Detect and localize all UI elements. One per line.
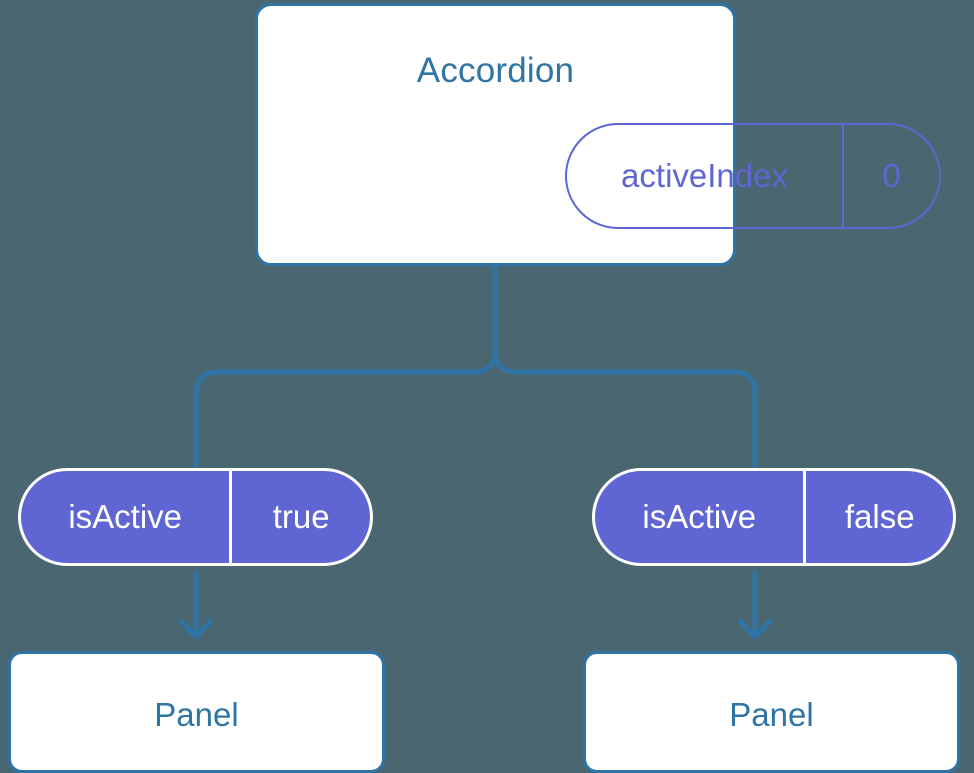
state-key-label: activeIndex (567, 125, 845, 227)
prop-pill-is-active-false[interactable]: isActive false (592, 468, 956, 566)
arrow-head-right (737, 618, 773, 640)
accordion-component-card[interactable]: Accordion activeIndex 0 (255, 3, 941, 266)
accordion-title: Accordion (416, 51, 575, 90)
state-pill-active-index[interactable]: activeIndex 0 (565, 123, 941, 229)
prop-key-label: isActive (21, 471, 233, 563)
state-value-label: 0 (882, 157, 901, 194)
panel-card-left[interactable]: Panel (8, 651, 385, 773)
panel-title: Panel (729, 696, 814, 733)
prop-value-label: true (272, 498, 330, 535)
branch-line-left (193, 347, 498, 473)
prop-pill-is-active-true[interactable]: isActive true (18, 468, 373, 566)
panel-title: Panel (154, 696, 239, 733)
arrow-head-left (178, 618, 214, 640)
prop-value-label: false (844, 498, 915, 535)
branch-line-right (492, 347, 758, 473)
panel-card-right[interactable]: Panel (583, 651, 960, 773)
prop-key-label: isActive (595, 471, 807, 563)
